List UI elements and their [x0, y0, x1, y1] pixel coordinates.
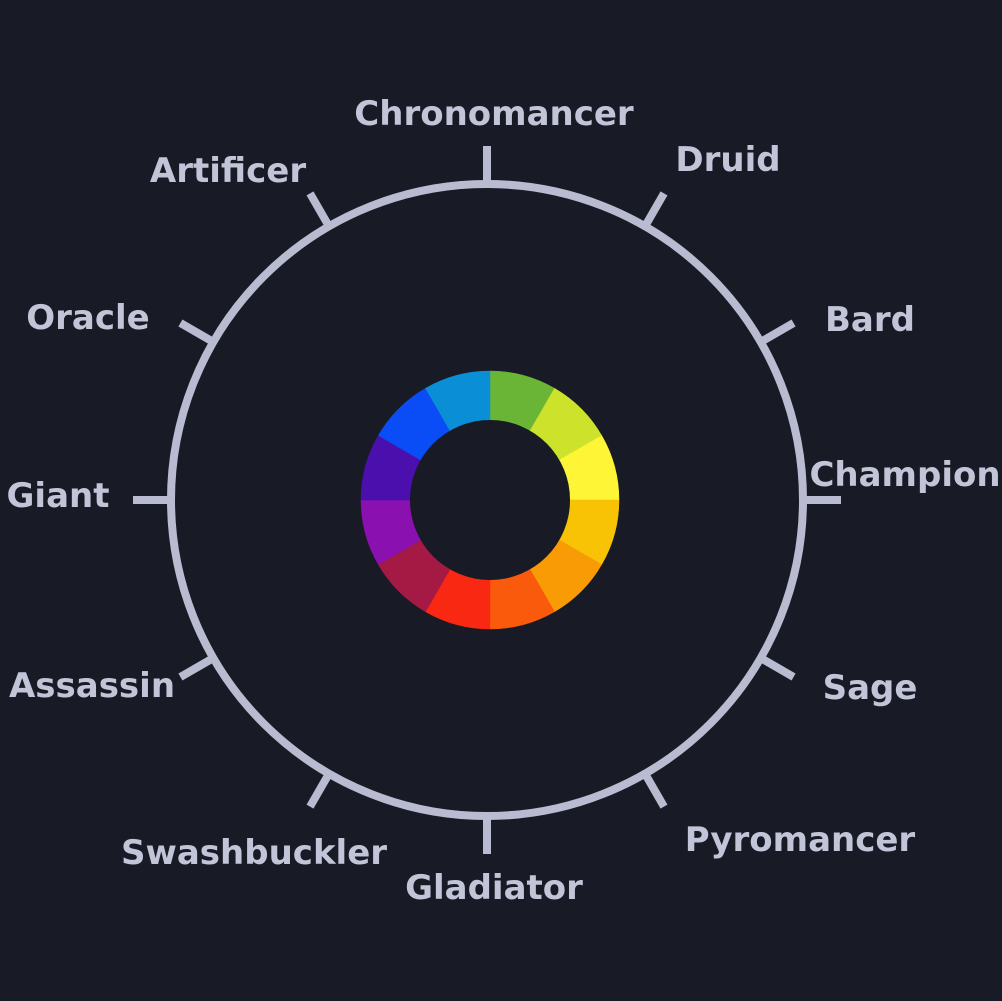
- class-label-gladiator[interactable]: Gladiator: [405, 868, 583, 908]
- class-label-swashbuckler[interactable]: Swashbuckler: [120, 833, 388, 873]
- tick-mark: [306, 773, 332, 809]
- class-label-artificer[interactable]: Artificer: [149, 151, 307, 191]
- tick-mark: [760, 319, 796, 345]
- outer-ring: [167, 180, 807, 820]
- tick-mark: [178, 319, 214, 345]
- class-label-chronomancer[interactable]: Chronomancer: [354, 94, 634, 134]
- color-ring-hole: [410, 420, 570, 580]
- class-label-giant[interactable]: Giant: [6, 476, 110, 516]
- class-label-oracle[interactable]: Oracle: [26, 298, 150, 338]
- class-label-assassin[interactable]: Assassin: [8, 666, 176, 706]
- tick-mark: [306, 191, 332, 227]
- tick-mark: [178, 655, 214, 681]
- class-label-bard[interactable]: Bard: [825, 300, 915, 340]
- tick-mark: [760, 655, 796, 681]
- class-label-sage[interactable]: Sage: [822, 668, 918, 708]
- tick-mark: [642, 773, 668, 809]
- tick-mark: [642, 191, 668, 227]
- class-label-druid[interactable]: Druid: [675, 140, 781, 180]
- class-label-champion[interactable]: Champion: [809, 455, 1001, 495]
- class-label-pyromancer[interactable]: Pyromancer: [684, 820, 916, 860]
